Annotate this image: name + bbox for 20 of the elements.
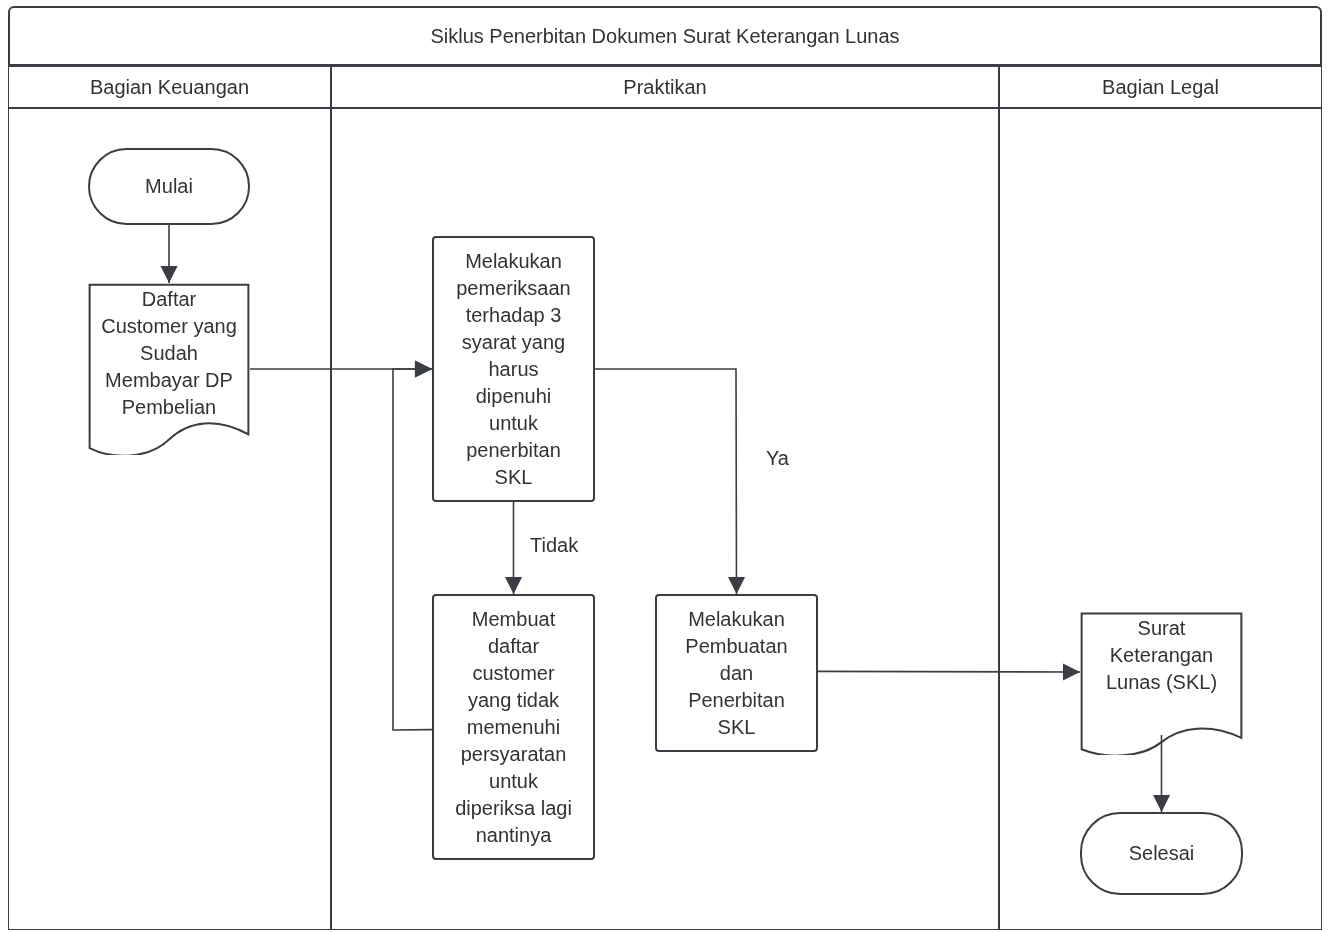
swimlane [331,66,999,930]
arrow [594,368,746,595]
lane-header: Praktikan [332,67,998,109]
arrow [505,501,523,595]
terminator-shape: Mulai [88,148,250,225]
document-shape: Daftar Customer yang Sudah Membayar DP Pembelian [88,283,250,455]
process-box: Melakukan Pembuatan dan Penerbitan SKL [655,594,818,752]
process-box: Melakukan pemeriksaan terhadap 3 syarat yang harus dipenuhi untuk penerbitan SKL [432,236,595,502]
arrow [1153,734,1171,813]
swimlane-pool [8,6,1322,930]
arrow [392,360,433,731]
lane-header: Bagian Legal [1000,67,1321,109]
arrow [160,224,178,284]
swimlane [8,66,331,930]
lane-header: Bagian Keuangan [9,67,330,109]
document-shape: Surat Keterangan Lunas (SKL) [1080,612,1243,755]
swimlane [999,66,1322,930]
terminator-shape: Selesai [1080,812,1243,895]
arrow [817,663,1081,681]
process-box: Membuat daftar customer yang tidak memenuhi persyaratan untuk diperiksa lagi nantinya [432,594,595,860]
